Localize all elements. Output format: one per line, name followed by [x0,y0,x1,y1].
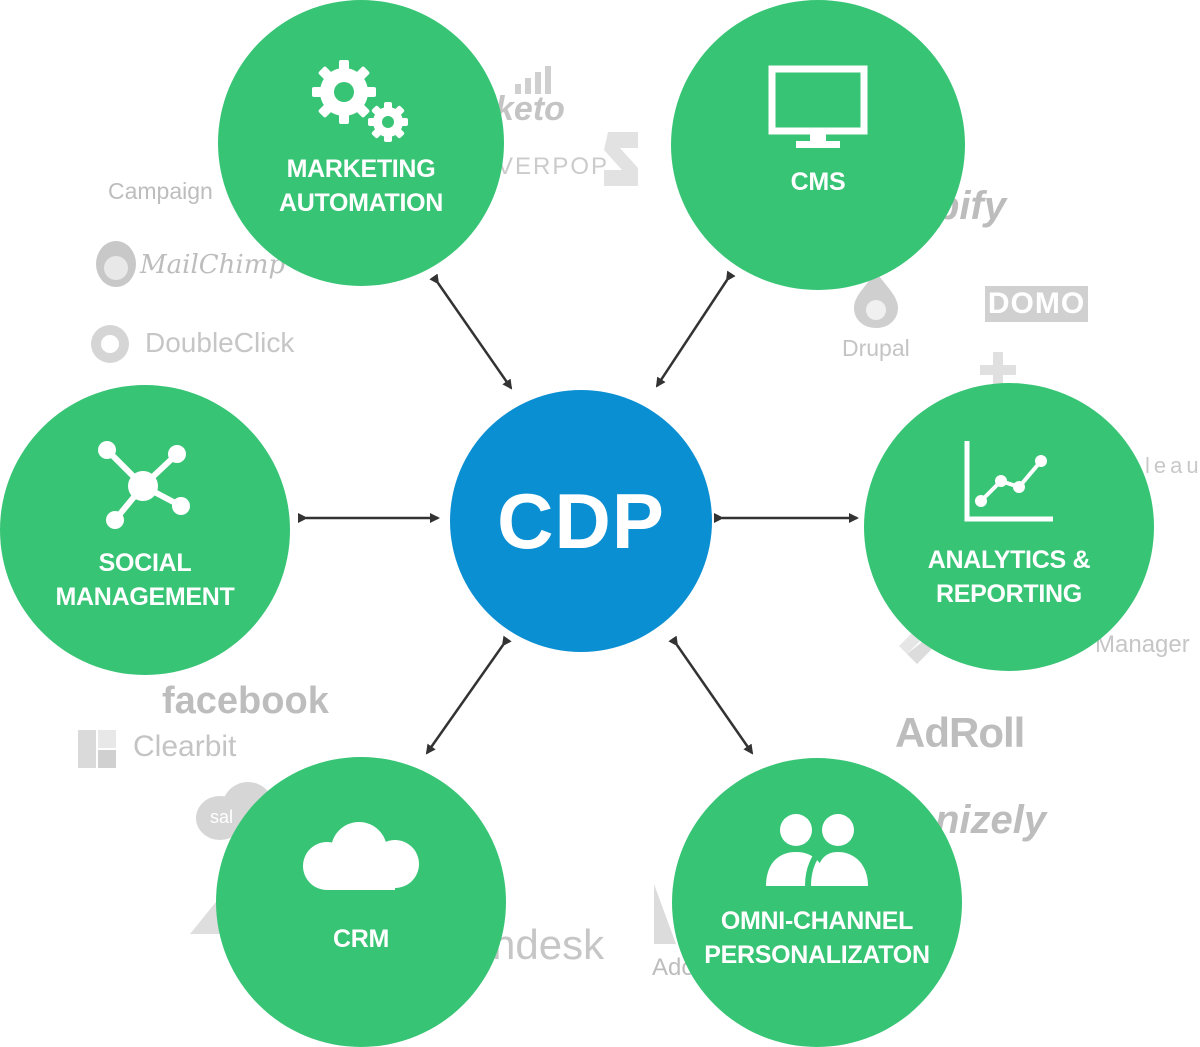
crm-line1: CRM [332,925,390,953]
logo-optimizely: nizely [935,798,1047,842]
marketing-automation-line1: MARKETING [286,155,436,183]
logo-zendesk: ndesk [492,921,605,968]
node-marketing-automation: MARKETING AUTOMATION [218,0,504,286]
node-omni-channel-label: OMNI-CHANNEL PERSONALIZATON [704,904,930,972]
logo-tableau: leau [1145,453,1200,478]
node-crm-label: CRM [333,922,389,956]
omni-channel-line1: OMNI-CHANNEL [720,906,914,935]
logo-drupal: Drupal [842,335,910,361]
node-analytics-reporting-label: ANALYTICS & REPORTING [927,543,1091,611]
node-omni-channel: OMNI-CHANNEL PERSONALIZATON [672,758,962,1047]
silverpop-s-icon [604,132,638,186]
marketing-automation-line2: AUTOMATION [278,189,444,217]
logo-clearbit: Clearbit [133,730,237,763]
line-chart-icon [964,441,1053,522]
tableau-cross-icon [980,352,1016,388]
arrow-cms [655,270,736,388]
cms-line1: CMS [790,168,846,196]
arrow-marketing-automation [429,273,513,390]
logo-marketo-text: keto [495,90,565,128]
doubleclick-icon [91,325,129,363]
logo-tag-manager: Manager [1095,631,1190,658]
logo-silverpop: VERPOP [497,153,610,180]
logo-mailchimp: MailChimp [140,250,286,280]
cloud-icon [303,822,419,890]
zendesk-mark-icon [190,892,224,934]
logo-campaign: Campaign [108,178,213,204]
arrow-omni-channel [668,635,754,755]
gears-icon [312,60,408,142]
logo-salesforce: sal [210,807,234,827]
node-cms: CMS [671,0,965,290]
monitor-icon [768,65,868,148]
node-marketing-automation-label: MARKETING AUTOMATION [279,152,443,220]
social-management-line1: SOCIAL [98,549,192,577]
node-social-management: SOCIAL MANAGEMENT [0,385,290,675]
analytics-reporting-line2: REPORTING [936,580,1082,608]
marketo-bars-icon [515,66,551,94]
logo-facebook: facebook [162,680,329,722]
network-icon [98,441,190,529]
arrow-crm [425,635,512,755]
node-analytics-reporting: ANALYTICS & REPORTING [864,383,1154,671]
logo-domo-text: DOMO [987,287,1086,320]
cdp-hub: CDP [450,390,712,652]
drupal-drop-icon [854,272,898,328]
logo-marketo: keto [495,92,565,126]
cdp-hub-label: CDP [497,476,665,565]
logo-adroll: AdRoll [895,709,1025,756]
adobe-mark-icon [654,884,676,944]
node-crm: CRM [216,757,506,1047]
logo-doubleclick: DoubleClick [145,327,295,358]
analytics-reporting-line1: ANALYTICS & [927,546,1091,574]
node-cms-label: CMS [791,165,846,199]
mailchimp-monkey-icon [96,241,136,287]
social-management-line2: MANAGEMENT [55,583,235,611]
node-social-management-label: SOCIAL MANAGEMENT [56,546,235,614]
clearbit-icon [78,730,116,768]
logo-domo: DOMO [985,286,1088,322]
omni-channel-line2: PERSONALIZATON [704,940,930,969]
users-icon [766,813,868,886]
